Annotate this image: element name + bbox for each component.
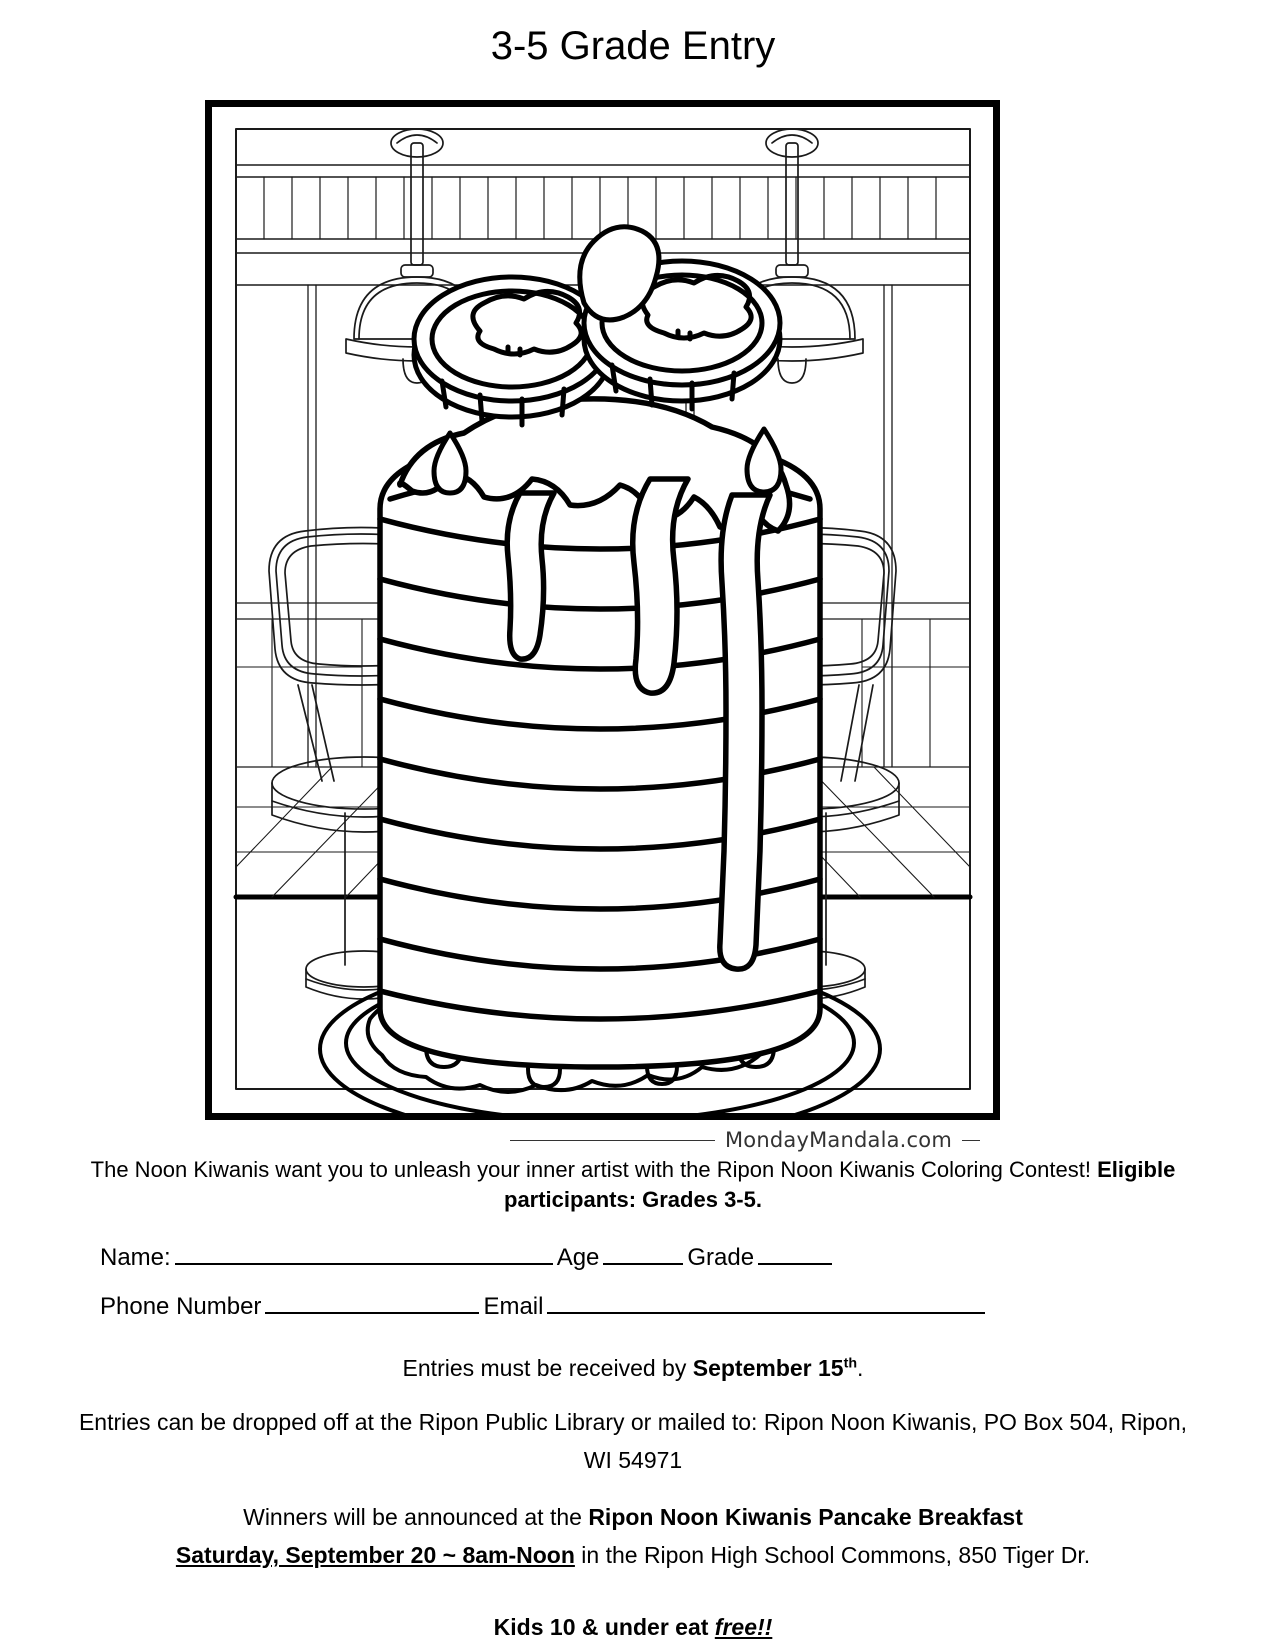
form-row-contact: Phone Number Email [0,1287,1266,1322]
winners-event: Ripon Noon Kiwanis Pancake Breakfast [588,1503,1023,1530]
page-title: 3-5 Grade Entry [490,24,776,68]
grade-label: Grade [687,1243,755,1271]
watermark-text: MondayMandala.com [724,1128,952,1152]
email-input[interactable] [547,1287,986,1315]
deadline-period: . [857,1355,864,1382]
dropoff-line-1: Entries can be dropped off at the Ripon … [78,1409,1188,1436]
entry-form-copy: The Noon Kiwanis want you to unleash you… [0,1155,1266,1643]
winners-line: Winners will be announced at the Ripon N… [0,1501,1266,1533]
coloring-artwork-frame [205,100,1000,1120]
name-input[interactable] [174,1238,553,1265]
kids-free-line: Kids 10 & under eat free!! [0,1611,1266,1643]
event-datetime: Saturday, September 20 ~ 8am-Noon [175,1541,575,1568]
intro-paragraph: The Noon Kiwanis want you to unleash you… [0,1155,1266,1216]
watermark-rule-right [962,1139,980,1141]
watermark-rule-left [510,1139,715,1141]
phone-label: Phone Number [100,1293,262,1321]
deadline-date: September 15 [692,1355,844,1382]
intro-eligibility: Eligible participants: Grades 3-5. [504,1157,1176,1213]
age-input[interactable] [603,1238,684,1265]
event-location: in the Ripon High School Commons, 850 Ti… [574,1541,1091,1568]
coloring-artwork [212,107,993,1113]
deadline-ordinal: th [843,1355,858,1372]
event-line: Saturday, September 20 ~ 8am-Noon in the… [0,1539,1266,1571]
grade-input[interactable] [758,1238,833,1265]
winners-prefix: Winners will be announced at the [243,1503,589,1530]
kids-prefix: Kids 10 & under eat [493,1614,715,1641]
deadline-line: Entries must be received by September 15… [0,1352,1266,1384]
dropoff-line-2: WI 54971 [583,1447,683,1474]
email-label: Email [483,1293,544,1321]
watermark: MondayMandala.com [510,1128,980,1152]
deadline-prefix: Entries must be received by [402,1355,693,1382]
phone-input[interactable] [265,1287,480,1315]
intro-text: The Noon Kiwanis want you to unleash you… [90,1157,1091,1182]
age-label: Age [556,1243,600,1271]
name-label: Name: [100,1243,171,1271]
form-row-name: Name: Age Grade [0,1238,1266,1273]
kids-free-emphasis: free!! [714,1614,773,1641]
